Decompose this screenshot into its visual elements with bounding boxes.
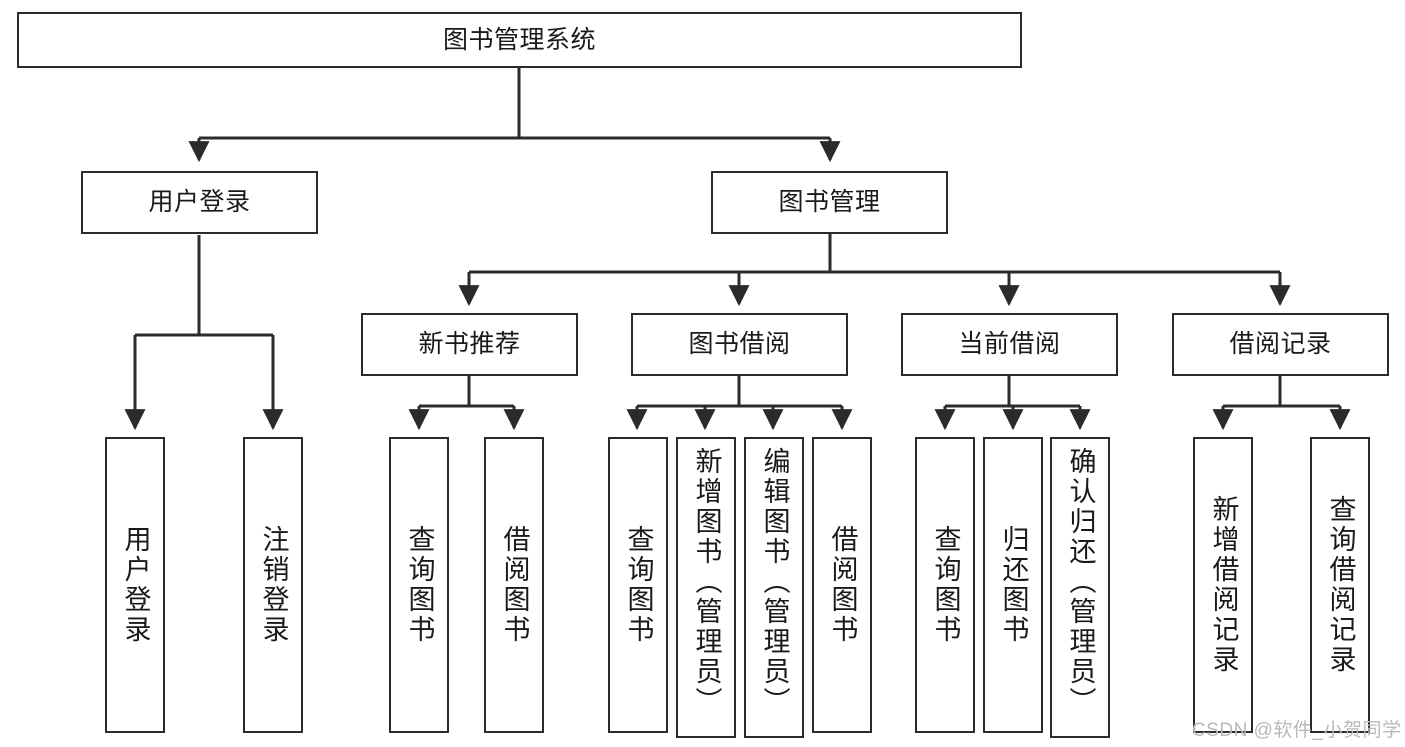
node-new-book-recommend[interactable]: 新书推荐 <box>361 313 578 376</box>
node-new-book-recommend-label: 新书推荐 <box>418 330 521 359</box>
leaf-new-book-borrow-label: 借阅图书 <box>499 525 530 645</box>
leaf-current-borrow-query[interactable]: 查询图书 <box>915 437 975 733</box>
leaf-book-borrow-lend[interactable]: 借阅图书 <box>812 437 872 733</box>
leaf-book-borrow-edit-label: 编辑图书（管理员） <box>759 447 790 717</box>
leaf-book-borrow-query-label: 查询图书 <box>623 525 654 645</box>
node-borrow-record[interactable]: 借阅记录 <box>1172 313 1389 376</box>
leaf-borrow-record-query-label: 查询借阅记录 <box>1325 495 1356 675</box>
node-user-login-label: 用户登录 <box>148 188 251 217</box>
csdn-watermark: CSDN @软件_小贺同学 <box>1192 720 1402 741</box>
leaf-current-borrow-confirm-label: 确认归还（管理员） <box>1065 447 1096 717</box>
leaf-new-book-query[interactable]: 查询图书 <box>389 437 449 733</box>
leaf-user-login-signin-label: 用户登录 <box>120 525 151 645</box>
node-current-borrow[interactable]: 当前借阅 <box>901 313 1118 376</box>
node-user-login[interactable]: 用户登录 <box>81 171 318 234</box>
leaf-new-book-borrow[interactable]: 借阅图书 <box>484 437 544 733</box>
leaf-book-borrow-query[interactable]: 查询图书 <box>608 437 668 733</box>
leaf-current-borrow-confirm[interactable]: 确认归还（管理员） <box>1050 437 1110 738</box>
node-root[interactable]: 图书管理系统 <box>17 12 1022 68</box>
leaf-book-borrow-add-label: 新增图书（管理员） <box>691 447 722 717</box>
leaf-borrow-record-add-label: 新增借阅记录 <box>1208 495 1239 675</box>
node-book-borrow-label: 图书借阅 <box>688 330 791 359</box>
leaf-current-borrow-return-label: 归还图书 <box>998 525 1029 645</box>
node-current-borrow-label: 当前借阅 <box>958 330 1061 359</box>
leaf-current-borrow-query-label: 查询图书 <box>930 525 961 645</box>
leaf-new-book-query-label: 查询图书 <box>404 525 435 645</box>
node-book-management[interactable]: 图书管理 <box>711 171 948 234</box>
leaf-book-borrow-add[interactable]: 新增图书（管理员） <box>676 437 736 738</box>
leaf-borrow-record-query[interactable]: 查询借阅记录 <box>1310 437 1370 733</box>
node-book-borrow[interactable]: 图书借阅 <box>631 313 848 376</box>
leaf-book-borrow-lend-label: 借阅图书 <box>827 525 858 645</box>
node-book-management-label: 图书管理 <box>778 188 881 217</box>
leaf-book-borrow-edit[interactable]: 编辑图书（管理员） <box>744 437 804 738</box>
leaf-borrow-record-add[interactable]: 新增借阅记录 <box>1193 437 1253 733</box>
leaf-current-borrow-return[interactable]: 归还图书 <box>983 437 1043 733</box>
leaf-user-login-signout[interactable]: 注销登录 <box>243 437 303 733</box>
leaf-user-login-signin[interactable]: 用户登录 <box>105 437 165 733</box>
leaf-user-login-signout-label: 注销登录 <box>258 525 289 645</box>
node-borrow-record-label: 借阅记录 <box>1229 330 1332 359</box>
node-root-label: 图书管理系统 <box>442 25 596 54</box>
